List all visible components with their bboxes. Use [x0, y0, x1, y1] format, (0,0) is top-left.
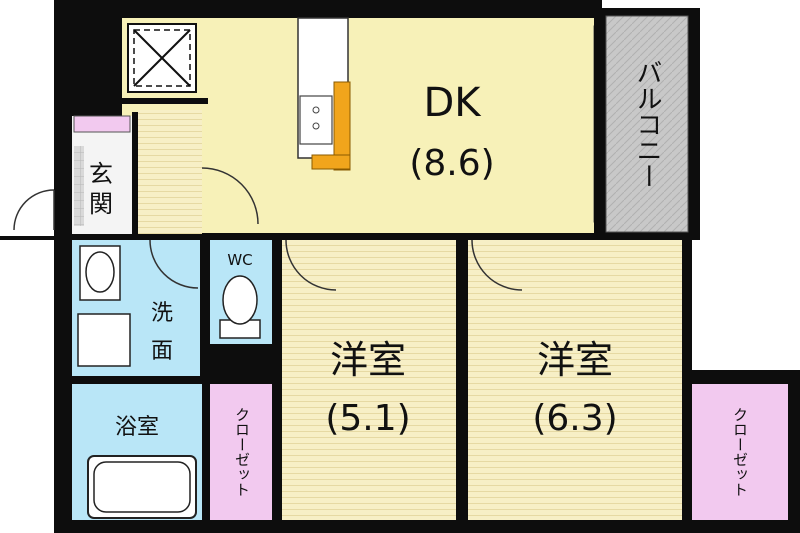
entrance-tile [74, 146, 84, 226]
entrance-label-2: 関 [89, 190, 113, 218]
bathroom-label: 浴室 [115, 415, 159, 440]
kitchen-counter [297, 17, 351, 171]
western-right-label: 洋室 [537, 338, 613, 382]
entrance-label-1: 玄 [89, 160, 113, 188]
balcony-floor [605, 15, 689, 233]
closet-left-label: クローゼット [233, 407, 251, 497]
toilet-icon [219, 275, 261, 339]
western-left-label: 洋室 [330, 338, 406, 382]
shoe-storage [73, 115, 131, 133]
western-right-size: (6.3) [532, 398, 617, 439]
bathtub-icon [87, 455, 197, 519]
closet-left-floor [210, 384, 274, 520]
washroom-label-2: 面 [151, 339, 173, 364]
western-room-left-floor [282, 240, 456, 520]
ventilation-icon [127, 23, 197, 93]
hall-floor [138, 110, 202, 240]
western-left-size: (5.1) [325, 398, 410, 439]
door-swings [13, 167, 523, 291]
dk-label: DK [423, 80, 482, 126]
washroom-label-1: 洗 [151, 301, 173, 326]
dk-size: (8.6) [409, 143, 494, 184]
wc-label: WC [227, 251, 252, 269]
balcony-label: バルコニー [632, 59, 662, 189]
washing-machine-icon [77, 313, 131, 367]
closet-right-label: クローゼット [731, 407, 749, 497]
sink-icon [79, 245, 121, 301]
interior-walls [54, 0, 800, 533]
closet-right-floor [692, 384, 788, 520]
